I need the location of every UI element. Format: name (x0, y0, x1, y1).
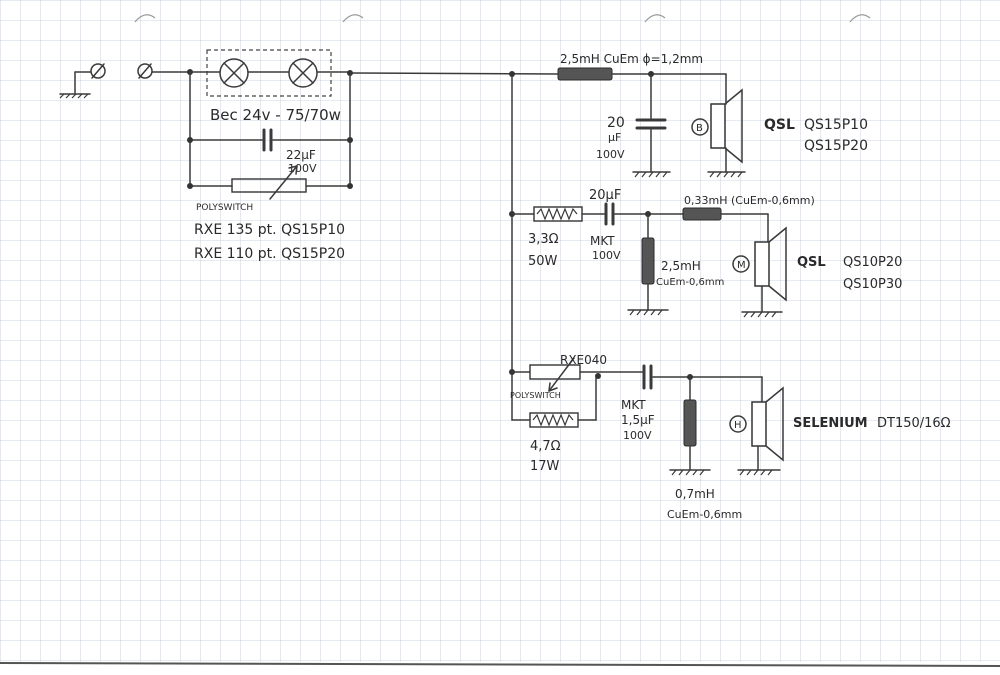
tweeter-model1: QS15P10 (804, 117, 868, 133)
tweeter-model2: QS15P20 (804, 138, 868, 154)
capacitor-20uf-mkt (604, 202, 615, 226)
high-shunt-value: 0,7mH (675, 487, 715, 501)
high-cap-value: 1,5µF (621, 413, 655, 427)
capacitor-22uf (262, 128, 273, 152)
inductor-2-5mh (557, 67, 613, 81)
polyswitch-top-line2: RXE 110 pt. QS15P20 (194, 246, 345, 262)
mid-resistor-power: 50W (528, 254, 558, 269)
high-cap-type: MKT (621, 398, 646, 412)
mid-shunt-wire: CuEm-0,6mm (656, 277, 724, 288)
polyswitch-top-label: POLYSWITCH (196, 203, 253, 213)
resistor-3-3ohm (533, 206, 583, 222)
mid-model2: QS10P30 (843, 277, 902, 292)
resistor-4-7ohm (529, 412, 579, 428)
bulb-icon (288, 58, 318, 88)
high-resistor-value: 4,7Ω (530, 439, 561, 454)
speaker-icon (710, 88, 743, 164)
high-shunt-wire: CuEm-0,6mm (667, 508, 742, 521)
tweeter-cap-value: 20 (607, 115, 625, 131)
capacitor-1-5uf (642, 364, 653, 390)
mid-shunt-value: 2,5mH (661, 259, 701, 273)
capacitor-20uf (635, 118, 667, 130)
speaker-letter-circle (732, 255, 750, 273)
inductor-2-5mh-shunt (641, 237, 655, 285)
high-speaker-letter: H (734, 420, 742, 431)
ground-icon (669, 469, 711, 476)
inductor-0-7mh (683, 399, 697, 447)
polyswitch-arrow (269, 165, 298, 200)
tweeter-cap-unit: µF (608, 131, 621, 144)
mid-resistor-value: 3,3Ω (528, 232, 559, 247)
bulb-icon (219, 58, 249, 88)
polyswitch-top-line1: RXE 135 pt. QS15P10 (194, 222, 345, 238)
mid-cap-type: MKT (590, 234, 615, 248)
mid-model1: QS10P20 (843, 255, 902, 270)
high-brand: SELENIUM (793, 416, 868, 431)
tweeter-inductor-label: 2,5mH CuEm ϕ=1,2mm (560, 52, 703, 66)
speaker-icon (751, 386, 784, 462)
speaker-icon (754, 226, 787, 302)
punch-hole-marks (134, 14, 871, 23)
mid-series-inductor: 0,33mH (CuEm-0,6mm) (684, 194, 815, 207)
tweeter-speaker-letter: B (696, 123, 703, 134)
high-model: DT150/16Ω (877, 416, 951, 431)
tweeter-cap-voltage: 100V (596, 148, 625, 161)
bulb-enclosure (206, 49, 332, 97)
cap-22-value: 22µF (286, 148, 316, 162)
ground-icon (632, 171, 671, 178)
ground-icon (741, 311, 783, 318)
mid-speaker-letter: M (737, 260, 746, 271)
speaker-letter-circle (729, 415, 747, 433)
mid-cap-value: 20µF (589, 188, 621, 203)
ground-icon (59, 71, 91, 99)
speaker-letter-circle (691, 118, 709, 136)
ptc-rxe040 (529, 364, 581, 380)
mid-brand: QSL (797, 255, 826, 270)
ptc-label: RXE040 (560, 353, 607, 367)
terminal-icon (90, 63, 106, 79)
high-cap-voltage: 100V (623, 429, 652, 442)
page-edge (0, 662, 1000, 667)
tweeter-brand: QSL (764, 117, 795, 133)
ground-icon (627, 309, 669, 316)
mid-cap-voltage: 100V (592, 249, 621, 262)
ptc-arrow (548, 357, 575, 392)
inductor-0-33mh (682, 207, 722, 221)
cap-22-voltage: 100V (288, 162, 317, 175)
terminal-icon (137, 63, 153, 79)
ground-icon (737, 469, 781, 476)
ground-icon (707, 171, 746, 178)
bulb-label: Bec 24v - 75/70w (210, 106, 341, 124)
high-resistor-power: 17W (530, 459, 560, 474)
high-polyswitch-label: POLYSWITCH (510, 391, 561, 400)
